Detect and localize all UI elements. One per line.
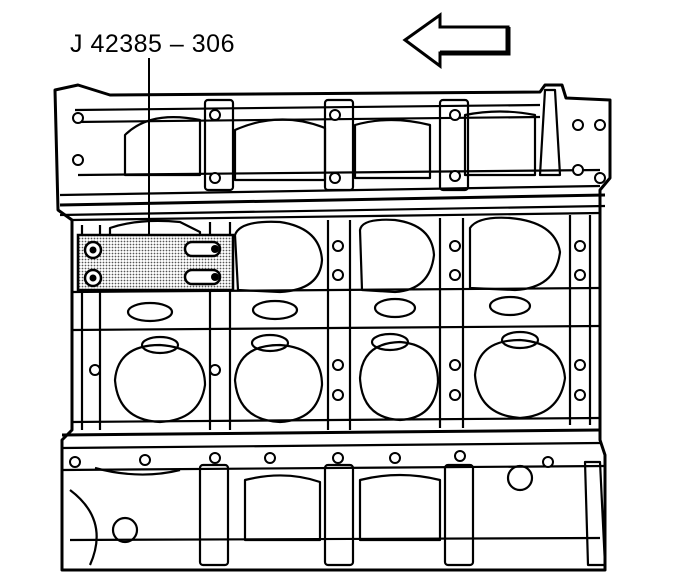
engine-block bbox=[53, 83, 612, 572]
bolt-holes bbox=[69, 109, 606, 468]
left-arrow-icon bbox=[402, 12, 511, 69]
tool-number-label: J 42385 – 306 bbox=[70, 30, 235, 58]
tool-plate bbox=[76, 233, 235, 292]
